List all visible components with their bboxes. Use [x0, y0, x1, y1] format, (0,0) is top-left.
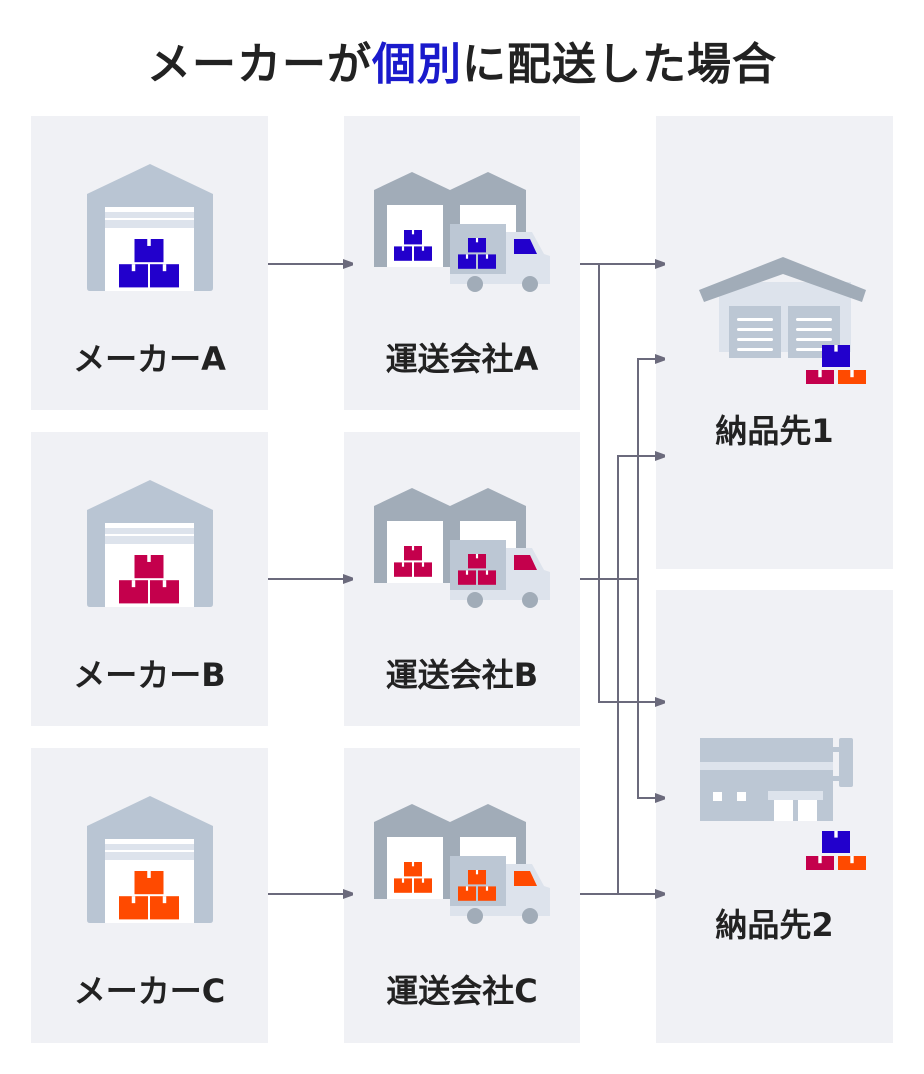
box-icon	[458, 254, 476, 269]
box-icon	[414, 878, 432, 893]
box-icon	[150, 896, 179, 920]
maker-panel-a: メーカーA	[31, 116, 268, 410]
box-icon	[119, 580, 148, 604]
truck-depot-icon	[374, 172, 550, 292]
box-icon	[404, 862, 422, 877]
destination-label: 納品先2	[715, 906, 834, 944]
title-highlight: 個別	[372, 39, 462, 90]
box-icon	[478, 254, 496, 269]
truck-depot-icon	[374, 488, 550, 608]
box-icon	[414, 246, 432, 261]
warehouse-icon	[87, 796, 213, 923]
maker-label: メーカーC	[73, 972, 226, 1010]
maker-panel-c: メーカーC	[31, 748, 268, 1043]
carrier-panel-c: 運送会社C	[344, 748, 580, 1043]
title-prefix: メーカーが	[147, 39, 372, 90]
box-icon	[404, 230, 422, 245]
box-icon	[414, 562, 432, 577]
box-icon	[119, 896, 148, 920]
box-icon	[134, 239, 164, 263]
warehouse-icon	[699, 257, 866, 384]
arrow-carrier-c-to-dest-1	[617, 456, 664, 894]
carrier-label: 運送会社A	[385, 340, 539, 378]
diagram-title: メーカーが個別に配送した場合	[0, 28, 924, 92]
destination-panel-2: 納品先2	[656, 590, 893, 1043]
box-icon	[134, 871, 164, 895]
box-icon	[822, 831, 850, 853]
destination-panel-1: 納品先1	[656, 116, 893, 569]
carrier-panel-b: 運送会社B	[344, 432, 580, 726]
box-icon	[394, 878, 412, 893]
box-icon	[404, 546, 422, 561]
title-suffix: に配送した場合	[462, 39, 777, 90]
warehouse-icon	[87, 164, 213, 291]
maker-label: メーカーA	[73, 340, 226, 378]
arrow-carrier-b-to-dest-2	[637, 579, 664, 798]
box-icon	[458, 886, 476, 901]
box-icon	[468, 870, 486, 885]
box-icon	[150, 264, 179, 288]
maker-panel-b: メーカーB	[31, 432, 268, 726]
carrier-label: 運送会社B	[385, 656, 539, 694]
box-icon	[394, 562, 412, 577]
truck-depot-icon	[374, 804, 550, 924]
box-icon	[468, 554, 486, 569]
arrow-carrier-a-to-dest-2	[598, 264, 664, 702]
arrow-carrier-b-to-dest-1	[580, 359, 664, 580]
factory-icon	[700, 738, 866, 870]
mixed-boxes-icon	[806, 345, 866, 384]
destination-label: 納品先1	[715, 412, 834, 450]
box-icon	[822, 345, 850, 367]
maker-label: メーカーB	[73, 656, 226, 694]
box-icon	[468, 238, 486, 253]
box-icon	[806, 856, 834, 870]
mixed-boxes-icon	[806, 831, 866, 870]
box-icon	[478, 570, 496, 585]
truck-window	[514, 871, 537, 886]
box-icon	[458, 570, 476, 585]
box-icon	[150, 580, 179, 604]
box-icon	[394, 246, 412, 261]
truck-window	[514, 239, 537, 254]
carrier-label: 運送会社C	[386, 972, 538, 1010]
box-icon	[806, 370, 834, 384]
carrier-panel-a: 運送会社A	[344, 116, 580, 410]
box-icon	[478, 886, 496, 901]
truck-window	[514, 555, 537, 570]
box-icon	[838, 370, 866, 384]
box-icon	[119, 264, 148, 288]
box-icon	[838, 856, 866, 870]
box-icon	[134, 555, 164, 579]
warehouse-icon	[87, 480, 213, 607]
